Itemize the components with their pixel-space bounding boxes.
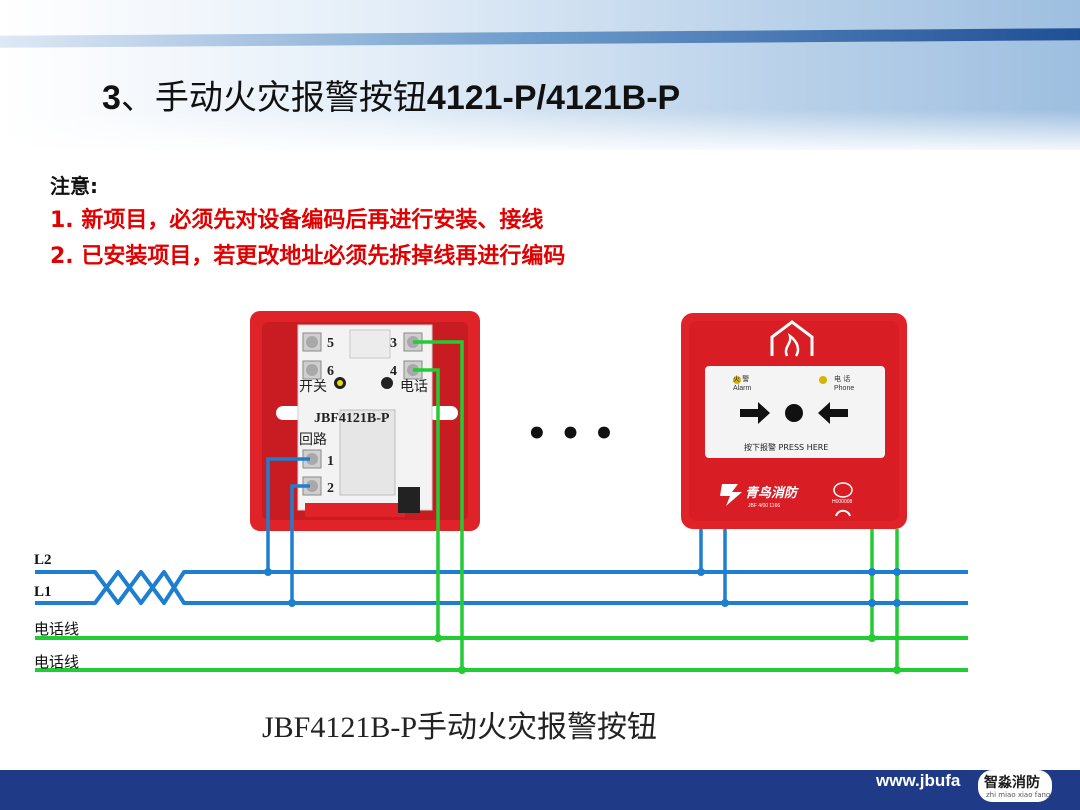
arrow-right-icon (740, 402, 770, 424)
watermark-subtext: zhi miao xiao fang (986, 791, 1051, 799)
terminal-6-label: 6 (327, 364, 334, 379)
phone-zh-label: 电 话 (834, 374, 850, 383)
loop-label: 回路 (299, 432, 327, 448)
back-module-wires (264, 340, 466, 674)
press-point-icon (785, 404, 803, 422)
phone-en-label: Phone (834, 385, 854, 392)
switch-label: 开关 (299, 379, 327, 395)
terminal-4-label: 4 (390, 364, 397, 379)
arrow-left-icon (818, 402, 848, 424)
footer-bar (0, 770, 1080, 810)
house-fire-icon (770, 320, 814, 357)
title-number: 3 (102, 79, 121, 117)
title-text: 手动火灾报警按钮 (154, 78, 427, 118)
label-l2: L2 (34, 552, 52, 568)
brand-sub-label: JBF 4/00 1166 (748, 503, 780, 509)
back-module: 5 6 3 4 1 2 开关 电话 JBF4121B-P 回路 (250, 311, 480, 531)
terminal-5-label: 5 (327, 336, 334, 351)
ccc-mark-icon (833, 482, 853, 498)
header-fade (0, 110, 1080, 155)
watermark-text: 智淼消防 (984, 775, 1040, 791)
label-phone-line-1: 电话线 (34, 620, 79, 638)
note-item-2: 2. 已安装项目，若更改地址必须先拆掉线再进行编码 (50, 244, 566, 269)
press-here-label: 按下报警 PRESS HERE (744, 442, 828, 452)
note-heading: 注意: (50, 174, 98, 198)
wire-terminal-1 (266, 457, 310, 572)
wire-terminal-2 (290, 484, 310, 603)
page-title: 3、手动火灾报警按钮4121-P/4121B-P (102, 70, 680, 119)
bus-lines: L2 L1 电话线 电话线 (34, 552, 968, 672)
phone-jack-icon (835, 509, 851, 517)
front-alarm-button: 火 警 Alarm 电 话 Phone 按下报警 PRESS HERE 青鸟消防… (681, 313, 907, 529)
front-button-wires (697, 529, 901, 674)
cert-code-label: H000008 (832, 499, 853, 505)
ellipsis: • • • (526, 414, 615, 454)
brand-label: 青鸟消防 (745, 485, 799, 501)
brand-logo-icon (720, 484, 742, 506)
diagram-caption: JBF4121B-P手动火灾报警按钮 (262, 711, 658, 744)
title-separator: 、 (120, 78, 155, 118)
label-phone-line-2: 电话线 (34, 653, 79, 671)
terminal-3-label: 3 (390, 336, 397, 351)
phone-label: 电话 (400, 379, 428, 395)
wire-terminal-3 (413, 340, 464, 670)
wire-terminal-4 (413, 368, 440, 638)
watermark-badge (978, 770, 1052, 802)
module-model-label: JBF4121B-P (314, 411, 390, 426)
note-item-1: 1. 新项目，必须先对设备编码后再进行安装、接线 (50, 208, 544, 233)
twisted-pair (80, 570, 190, 605)
label-l1: L1 (34, 584, 52, 600)
terminal-1-label: 1 (327, 454, 334, 469)
alarm-zh-label: 火 警 (733, 374, 749, 383)
terminal-2-label: 2 (327, 481, 334, 496)
footer-url: www.jbufa (876, 771, 961, 790)
title-model: 4121-P/4121B-P (426, 79, 681, 117)
alarm-en-label: Alarm (733, 385, 751, 392)
